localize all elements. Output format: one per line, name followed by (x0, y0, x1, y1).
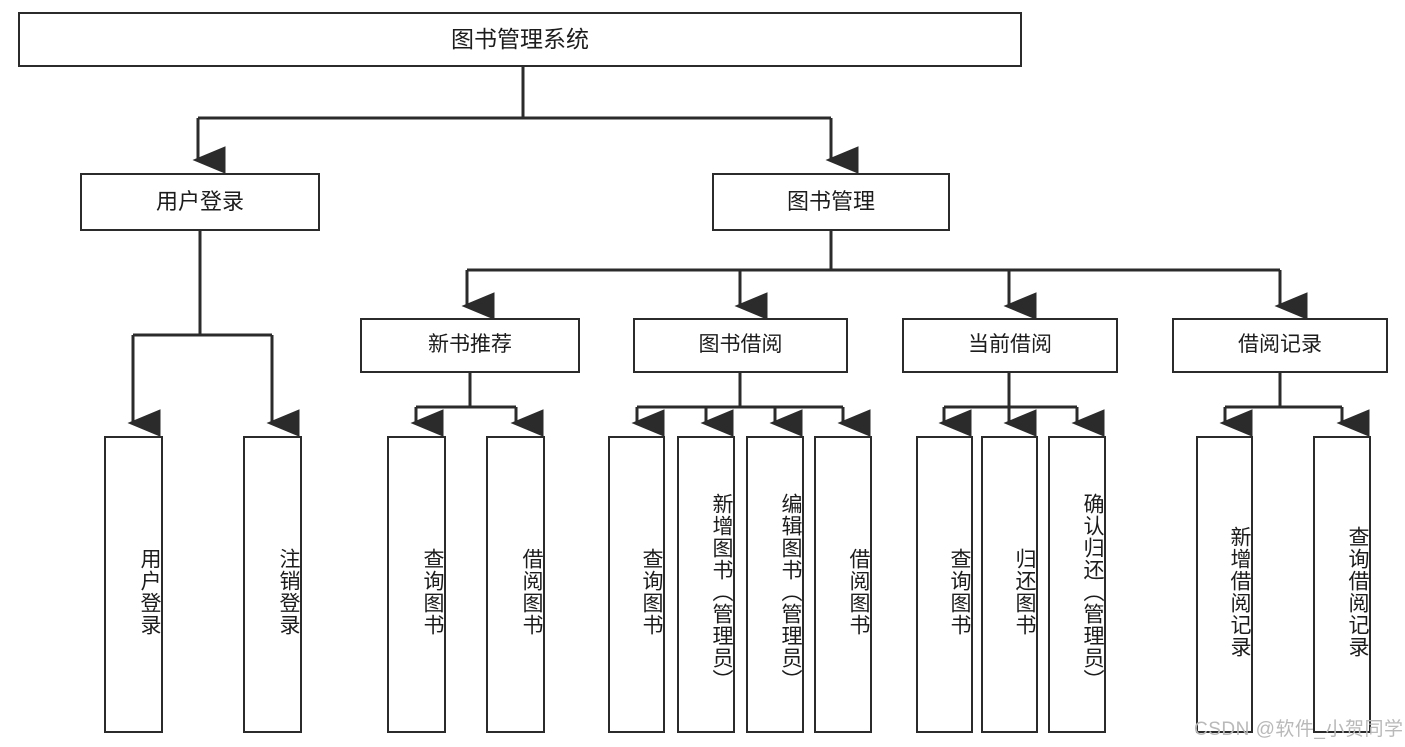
node-book-borrow[interactable]: 图书借阅 (633, 318, 848, 373)
leaf-query-borrow-record[interactable]: 查询借阅记录 (1313, 436, 1371, 733)
leaf-query-book-current[interactable]: 查询图书 (916, 436, 973, 733)
csdn-watermark: CSDN @软件_小贺同学 (1194, 719, 1404, 740)
leaf-return-book[interactable]: 归还图书 (981, 436, 1038, 733)
leaf-user-logout[interactable]: 注销登录 (243, 436, 302, 733)
leaf-lend-book[interactable]: 借阅图书 (814, 436, 872, 733)
node-new-book-recommend[interactable]: 新书推荐 (360, 318, 580, 373)
leaf-edit-book-admin[interactable]: 编辑图书（管理员） (746, 436, 804, 733)
node-book-management[interactable]: 图书管理 (712, 173, 950, 231)
leaf-add-borrow-record[interactable]: 新增借阅记录 (1196, 436, 1253, 733)
node-user-login[interactable]: 用户登录 (80, 173, 320, 231)
leaf-borrow-book-recommend[interactable]: 借阅图书 (486, 436, 545, 733)
leaf-add-book-admin[interactable]: 新增图书（管理员） (677, 436, 735, 733)
node-borrow-record[interactable]: 借阅记录 (1172, 318, 1388, 373)
leaf-query-book-borrow[interactable]: 查询图书 (608, 436, 665, 733)
leaf-confirm-return-admin[interactable]: 确认归还（管理员） (1048, 436, 1106, 733)
node-root[interactable]: 图书管理系统 (18, 12, 1022, 67)
leaf-user-login[interactable]: 用户登录 (104, 436, 163, 733)
node-current-borrow[interactable]: 当前借阅 (902, 318, 1118, 373)
leaf-query-book-recommend[interactable]: 查询图书 (387, 436, 446, 733)
